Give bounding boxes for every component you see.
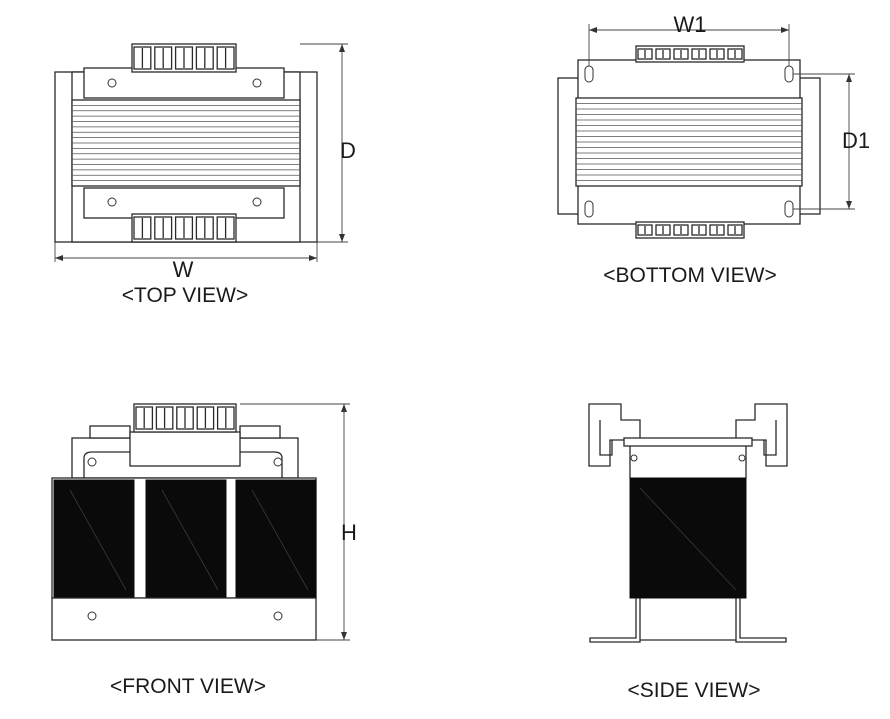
dim-w-label: W (173, 257, 194, 282)
top-view-core-fins (72, 104, 300, 182)
front-view-coil-left (53, 479, 135, 599)
front-view-bracket-tab (89, 425, 131, 439)
bottom-view-terminal-block-lower (635, 221, 745, 239)
bottom-view-mounting-slot (584, 200, 594, 218)
front-view-terminal-block (133, 403, 237, 433)
front-view-screw (87, 457, 97, 467)
front-view-bracket-tab (239, 425, 281, 439)
dim-d-label: D (340, 138, 356, 163)
top-view-terminal-block-upper (131, 43, 237, 73)
front-view-terminal-block-base (129, 431, 241, 467)
side-view-coil-hatch (639, 487, 737, 591)
front-view: H <FRONT VIEW> (51, 403, 357, 698)
top-view-caption: <TOP VIEW> (122, 284, 248, 307)
side-view-foot-left (589, 598, 641, 643)
front-view-coil-center (145, 479, 227, 599)
side-view-upper-bracket (623, 437, 753, 447)
dim-w1-arrow (781, 27, 789, 33)
dim-h-arrow (341, 632, 347, 640)
dim-h-label: H (341, 520, 357, 545)
dim-w-arrow (309, 255, 317, 261)
top-view-screw (107, 197, 117, 207)
dim-d1-arrow (846, 74, 852, 82)
bottom-view-mounting-slot (784, 200, 794, 218)
dim-w-arrow (55, 255, 63, 261)
bottom-view-mounting-slot (584, 65, 594, 83)
dim-d1-arrow (846, 201, 852, 209)
front-view-base-plate (51, 597, 317, 641)
dim-h-arrow (341, 404, 347, 412)
top-view-screw (107, 78, 117, 88)
side-view-caption: <SIDE VIEW> (627, 679, 760, 702)
front-view-caption: <FRONT VIEW> (110, 675, 266, 698)
front-view-coil-hatch (69, 489, 127, 591)
front-view-coil-hatch (251, 489, 309, 591)
top-view-lower-bracket (83, 187, 285, 219)
front-view-screw (87, 611, 97, 621)
dim-d1-label: D1 (842, 128, 870, 153)
front-view-screw (273, 611, 283, 621)
side-view-foot-right (735, 598, 787, 643)
dim-d-arrow (339, 44, 345, 52)
top-view-screw (252, 78, 262, 88)
front-view-coil-hatch (161, 489, 219, 591)
dim-d-arrow (339, 234, 345, 242)
bottom-view: W1 D1 <BOTTOM VIEW> (557, 12, 870, 287)
top-view: W D <TOP VIEW> (54, 43, 356, 307)
dim-w1-label: W1 (674, 12, 707, 37)
dim-w1-arrow (589, 27, 597, 33)
side-view: <SIDE VIEW> (588, 403, 788, 702)
side-view-screw (630, 454, 638, 462)
front-view-screw (273, 457, 283, 467)
front-view-coil-right (235, 479, 317, 599)
bottom-view-core-fins (576, 103, 802, 181)
bottom-view-caption: <BOTTOM VIEW> (603, 264, 776, 287)
bottom-view-mounting-slot (784, 65, 794, 83)
side-view-terminal-left-detail (599, 420, 613, 456)
bottom-view-terminal-block-upper (635, 45, 745, 63)
side-view-terminal-right-detail (763, 420, 777, 456)
side-view-screw (738, 454, 746, 462)
top-view-terminal-block-lower (131, 213, 237, 243)
top-view-screw (252, 197, 262, 207)
